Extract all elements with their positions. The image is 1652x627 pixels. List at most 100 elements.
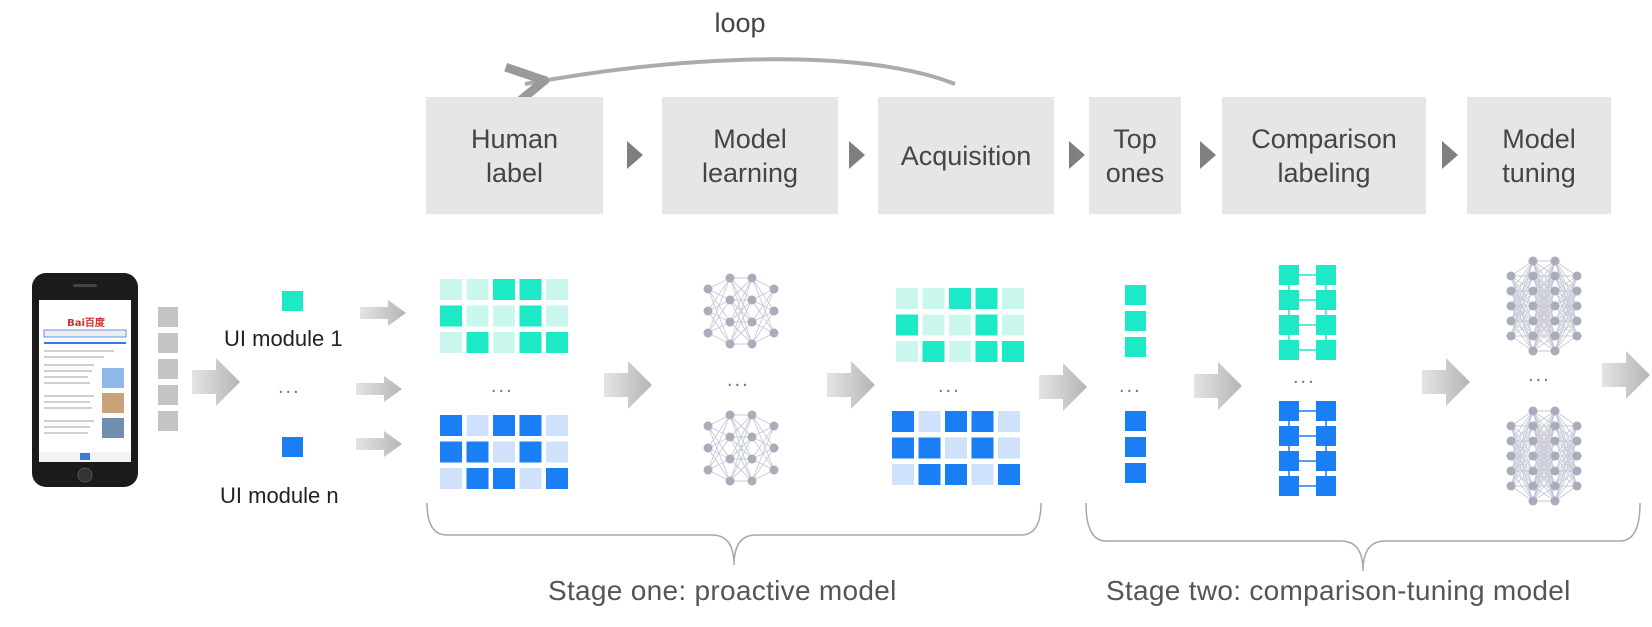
- grid-cell: [949, 314, 971, 336]
- network-node: [1506, 436, 1516, 446]
- network-node: [1550, 346, 1560, 356]
- network-node: [1572, 451, 1582, 461]
- network-node: [769, 306, 779, 316]
- network-node: [1528, 406, 1538, 416]
- network-node: [1506, 301, 1516, 311]
- top-one-cell: [1125, 463, 1146, 483]
- network-edge: [1510, 260, 1534, 307]
- phone-brand-text: Bai百度: [67, 316, 106, 329]
- network-edge: [1554, 275, 1578, 337]
- network-node: [1506, 451, 1516, 461]
- grid-cell: [493, 415, 515, 436]
- network-node: [1528, 436, 1538, 446]
- stage-one-brace: [426, 502, 1042, 566]
- network-node: [1550, 301, 1560, 311]
- network-node: [1528, 451, 1538, 461]
- stage-two-label: Stage two: comparison-tuning model: [1106, 575, 1571, 606]
- grid-cell: [546, 332, 568, 353]
- grid-cell: [896, 341, 918, 362]
- network-edge: [1532, 260, 1556, 307]
- top-one-cell: [1125, 337, 1146, 357]
- network-edge: [729, 458, 753, 482]
- column-ellipsis: ...: [1119, 375, 1142, 397]
- network-edge: [751, 310, 775, 345]
- network-node: [1528, 301, 1538, 311]
- ui-module-n-square: [282, 437, 303, 457]
- network-edge: [729, 277, 753, 323]
- step-human-label: Human label: [426, 97, 603, 214]
- stage-one-label: Stage one: proactive model: [548, 575, 897, 606]
- network-node: [747, 295, 757, 305]
- network-edge: [1532, 455, 1556, 502]
- grid-cell: [892, 464, 914, 485]
- network-edge: [1532, 290, 1556, 352]
- network-node: [769, 465, 779, 475]
- small-arrow: [360, 300, 406, 326]
- grid-cell: [892, 437, 914, 459]
- ui-module-ellipsis: ...: [278, 376, 301, 398]
- grid-cell: [949, 341, 971, 362]
- network-node: [1572, 286, 1582, 296]
- ui-module-n-label: UI module n: [220, 483, 339, 508]
- network-node: [1528, 316, 1538, 326]
- network-node: [747, 432, 757, 442]
- module-stack: [158, 307, 178, 431]
- network-edge: [751, 288, 775, 345]
- network-edge: [1554, 455, 1578, 502]
- stage-two-brace: [1085, 502, 1641, 572]
- network-edge: [1510, 410, 1534, 442]
- network-node: [725, 273, 735, 283]
- top-one-cell: [1125, 311, 1146, 331]
- network-edge: [1532, 410, 1556, 472]
- network-edge: [751, 425, 775, 460]
- network-node: [1550, 436, 1560, 446]
- grid-cell: [493, 468, 515, 489]
- grid-cell: [519, 279, 542, 300]
- neural-networks: [703, 256, 1582, 506]
- network-node: [1550, 421, 1560, 431]
- small-arrow: [356, 376, 402, 402]
- network-node: [747, 317, 757, 327]
- network-edge: [1532, 410, 1556, 457]
- network-node: [1506, 316, 1516, 326]
- network-node: [1550, 286, 1560, 296]
- pair-cell: [1279, 340, 1299, 360]
- network-node: [1550, 481, 1560, 491]
- network-node: [747, 454, 757, 464]
- step-comparison-labeling: Comparison labeling: [1222, 97, 1426, 214]
- network-ellipsis-1: ...: [727, 369, 750, 391]
- network-node: [1528, 271, 1538, 281]
- grid-cell: [440, 332, 462, 353]
- network-node: [747, 273, 757, 283]
- network-node: [725, 476, 735, 486]
- grid-cell: [466, 415, 489, 436]
- grid-cell: [998, 437, 1020, 459]
- network-node: [1572, 481, 1582, 491]
- pair-cell: [1316, 401, 1336, 421]
- flow-arrow: [1422, 358, 1470, 406]
- network-edge: [707, 436, 731, 471]
- step-arrow-2: [849, 141, 865, 169]
- flow-arrow: [1602, 351, 1650, 399]
- network-node: [1506, 481, 1516, 491]
- network-edge: [1510, 410, 1534, 457]
- matrix-grids: [440, 279, 1024, 489]
- pair-cell: [1316, 340, 1336, 360]
- grid-cell: [1002, 341, 1024, 362]
- loop-label: loop: [714, 8, 766, 38]
- pair-cell: [1279, 265, 1299, 285]
- network-edge: [729, 414, 753, 460]
- network-node: [1506, 271, 1516, 281]
- grid-cell: [918, 464, 941, 485]
- grid-cell: [971, 437, 994, 459]
- network-edge: [707, 414, 731, 471]
- grid-cell: [918, 437, 941, 459]
- network-node: [1550, 271, 1560, 281]
- grid-cell: [440, 468, 462, 489]
- network-node: [1528, 466, 1538, 476]
- network-node: [1528, 346, 1538, 356]
- grid-cell: [546, 441, 568, 463]
- network-edge: [1510, 305, 1534, 337]
- step-model-tuning: Model tuning: [1467, 97, 1611, 214]
